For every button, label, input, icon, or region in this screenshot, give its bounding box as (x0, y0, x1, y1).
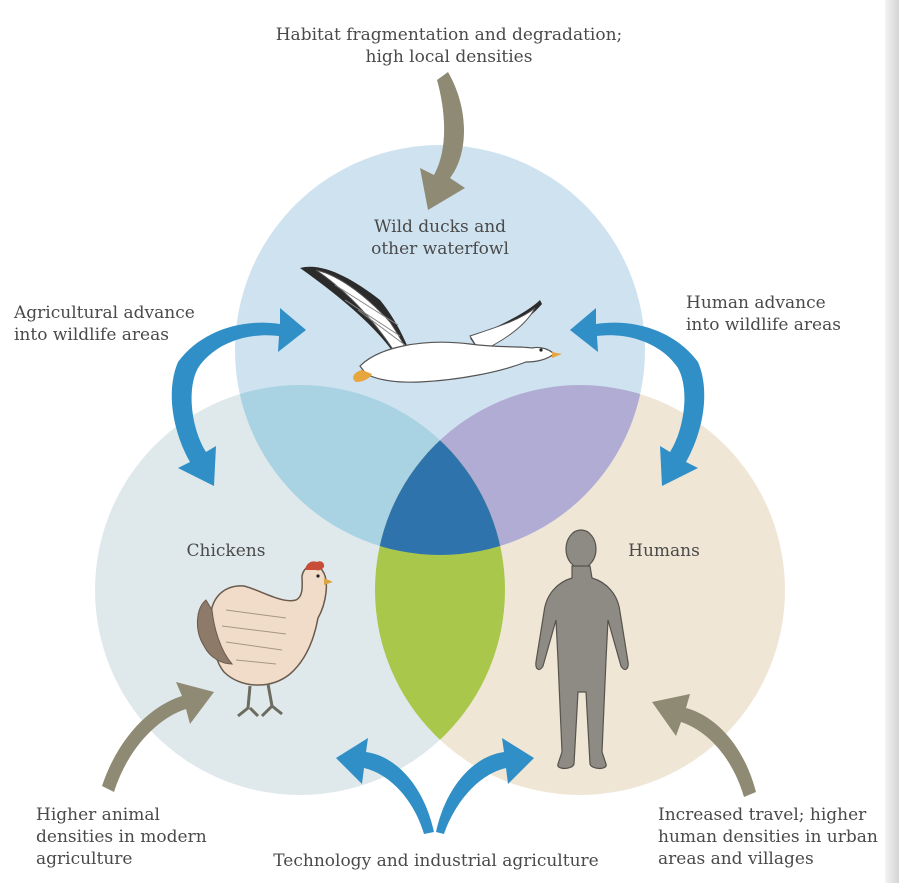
label-line: Agricultural advance (13, 303, 195, 323)
technology-arrow (336, 738, 534, 834)
label-line: Chickens (187, 541, 266, 561)
humans-label: Humans (628, 541, 700, 561)
label-line: Human advance (686, 293, 826, 313)
label-line: agriculture (36, 849, 132, 869)
page-edge-shadow (885, 0, 899, 883)
label-line: into wildlife areas (686, 315, 841, 335)
label-line: Increased travel; higher (658, 805, 867, 825)
label-line: other waterfowl (371, 239, 509, 259)
label-line: Habitat fragmentation and degradation; (276, 25, 623, 45)
label-line: densities in modern (36, 827, 207, 847)
label-line: Humans (628, 541, 700, 561)
label-line: high local densities (366, 47, 533, 67)
technology-label: Technology and industrial agriculture (273, 851, 598, 871)
label-line: into wildlife areas (14, 325, 169, 345)
top-driver-label: Habitat fragmentation and degradation;hi… (276, 25, 623, 67)
label-line: Higher animal (36, 805, 160, 825)
label-line: areas and villages (658, 849, 814, 869)
label-line: Technology and industrial agriculture (273, 851, 598, 871)
label-line: Wild ducks and (374, 217, 506, 237)
chickens-label: Chickens (187, 541, 266, 561)
top-driver-arrow (420, 72, 465, 210)
label-line: human densities in urban (658, 827, 878, 847)
